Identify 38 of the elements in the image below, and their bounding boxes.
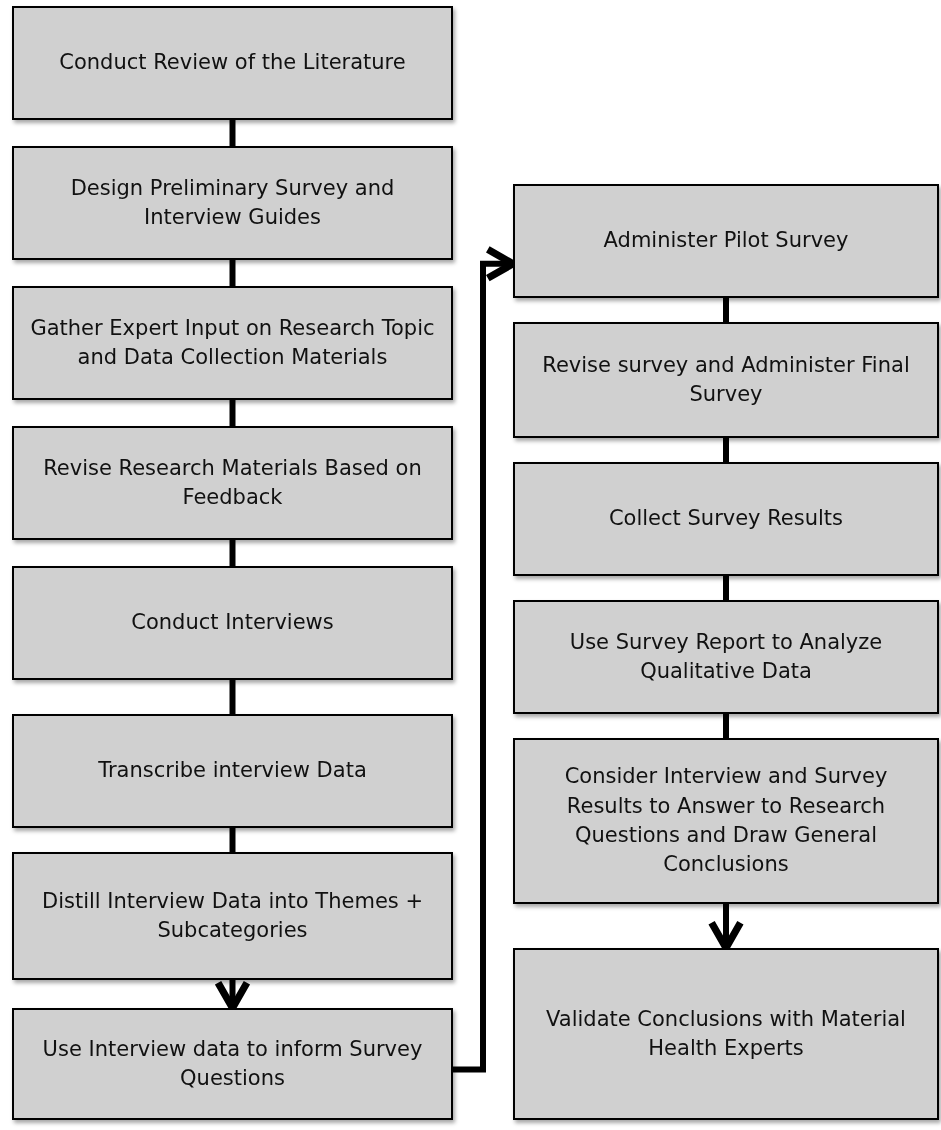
connector-line xyxy=(229,400,236,426)
step-label: Consider Interview and Survey Results to Answer to Research Questions and Draw General Conclusions xyxy=(563,763,889,879)
process-box xyxy=(513,184,939,298)
step-label: Design Preliminary Survey and Interview Guides xyxy=(69,174,396,231)
process-box xyxy=(513,600,939,714)
process-box xyxy=(12,426,453,540)
process-box xyxy=(12,1008,453,1120)
step-label: Revise survey and Administer Final Survey xyxy=(541,351,911,408)
connector-line xyxy=(723,438,729,462)
connector-line xyxy=(229,540,236,566)
step-label: Administer Pilot Survey xyxy=(603,227,849,255)
connector-line xyxy=(229,680,236,714)
connector-line xyxy=(723,714,729,738)
process-box xyxy=(12,286,453,400)
process-box xyxy=(12,566,453,680)
step-label: Distill Interview Data into Themes + Subcategories xyxy=(40,887,424,944)
connector-line xyxy=(723,298,729,322)
process-box xyxy=(12,146,453,260)
process-box xyxy=(513,322,939,438)
process-box xyxy=(513,462,939,576)
process-box xyxy=(12,714,453,828)
connector-line xyxy=(229,828,236,852)
connector-line xyxy=(229,260,236,286)
process-box xyxy=(513,738,939,904)
connector-line xyxy=(229,120,236,146)
process-box xyxy=(513,948,939,1120)
step-label: Revise Research Materials Based on Feedback xyxy=(42,454,423,511)
process-box xyxy=(12,852,453,980)
process-box xyxy=(12,6,453,120)
connector-line xyxy=(723,576,729,600)
step-label: Validate Conclusions with Material Health Experts xyxy=(545,1005,907,1062)
step-label: Conduct Interviews xyxy=(131,609,334,637)
step-label: Use Interview data to inform Survey Questions xyxy=(41,1035,424,1092)
step-label: Use Survey Report to Analyze Qualitative Data xyxy=(568,628,884,685)
step-label: Conduct Review of the Literature xyxy=(59,49,406,77)
step-label: Collect Survey Results xyxy=(608,505,844,533)
step-label: Transcribe interview Data xyxy=(98,757,367,785)
step-label: Gather Expert Input on Research Topic and Data Collection Materials xyxy=(29,314,436,371)
